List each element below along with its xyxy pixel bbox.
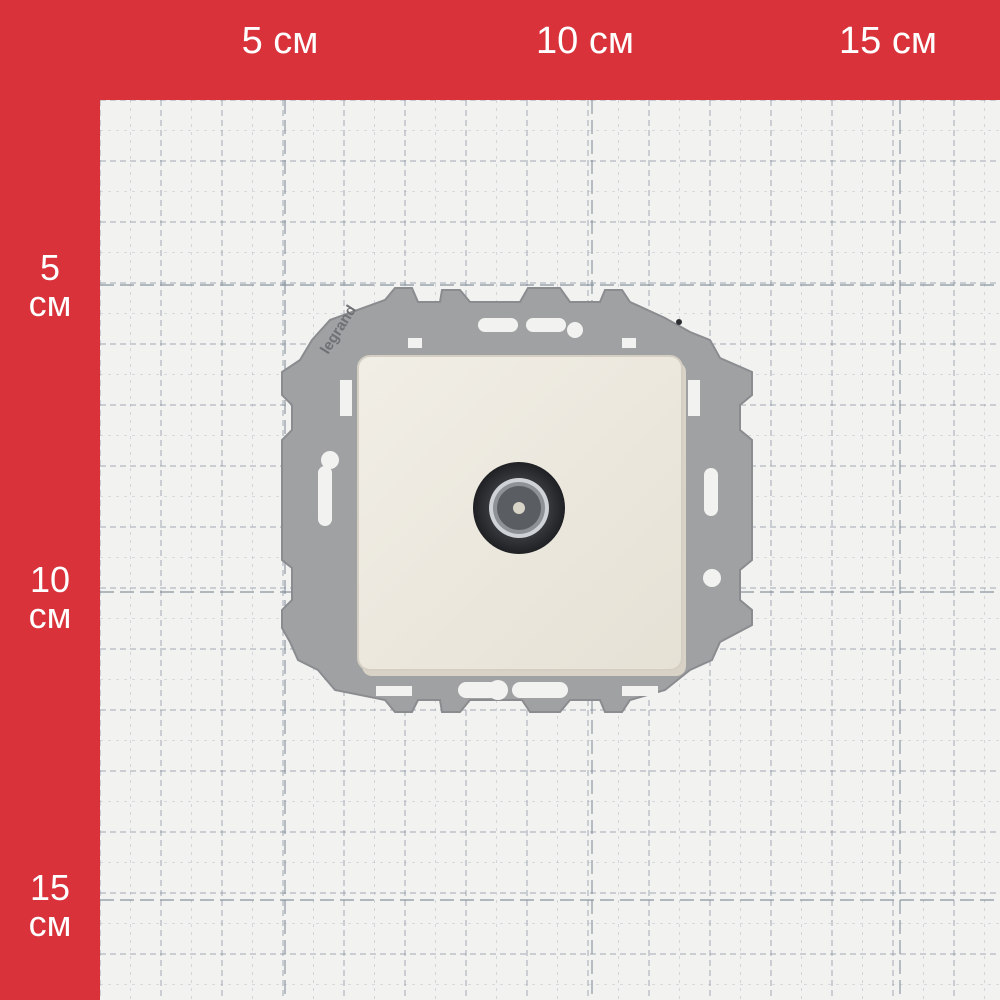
ruler-left-unit: см: [28, 903, 72, 944]
ruler-left-label-5cm: 5 см: [0, 250, 100, 322]
ruler-left-label-10cm: 10 см: [0, 562, 100, 634]
coax-connector: [473, 462, 565, 554]
ruler-top-label-5cm: 5 см: [241, 20, 319, 62]
ruler-top-label-15cm: 15 см: [839, 20, 937, 62]
ruler-left-unit: см: [28, 595, 72, 636]
ruler-left-number: 15: [29, 867, 71, 908]
ruler-left-label-15cm: 15 см: [0, 870, 100, 942]
ruler-top-label-10cm: 10 см: [536, 20, 634, 62]
ruler-left: 5 см 10 см 15 см: [0, 100, 100, 1000]
ruler-left-number: 10: [29, 559, 71, 600]
ruler-left-number: 5: [39, 247, 61, 288]
ruler-top: 5 см 10 см 15 см: [0, 0, 1000, 100]
ruler-left-unit: см: [28, 283, 72, 324]
